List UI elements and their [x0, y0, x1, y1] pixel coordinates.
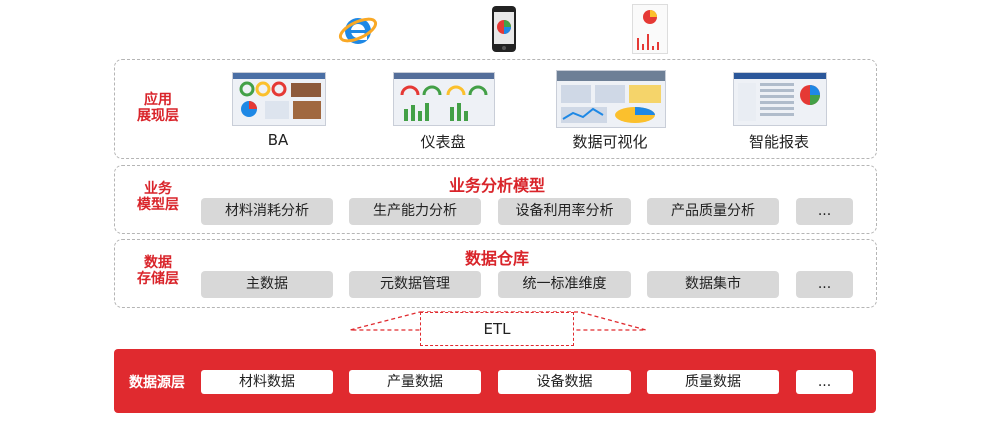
storage-item: 主数据: [201, 271, 333, 298]
ba-dashboard-thumbnail: [232, 72, 326, 126]
storage-layer-title: 数据仓库: [464, 249, 529, 268]
storage-item: 数据集市: [647, 271, 779, 298]
model-layer-label: 业务 模型层: [137, 181, 179, 213]
mobile-report-icon: [632, 4, 668, 54]
smartphone-icon: [491, 5, 517, 53]
storage-item: 统一标准维度: [498, 271, 631, 298]
data-visualization-thumbnail: [556, 70, 666, 128]
model-item: 产品质量分析: [647, 198, 779, 225]
app-label-ba: BA: [267, 131, 289, 149]
model-item: 设备利用率分析: [498, 198, 631, 225]
presentation-layer-label: 应用 展现层: [137, 92, 179, 124]
gauge-dashboard-thumbnail: [393, 72, 495, 126]
source-item: 设备数据: [498, 370, 631, 394]
source-layer-label: 数据源层: [129, 375, 185, 391]
storage-item: 元数据管理: [349, 271, 481, 298]
source-layer: 数据源层 材料数据 产量数据 设备数据 质量数据 ...: [114, 349, 876, 413]
model-layer-title: 业务分析模型: [448, 176, 545, 195]
model-item: 材料消耗分析: [201, 198, 333, 225]
app-label-smart-report: 智能报表: [748, 133, 809, 151]
etl-label: ETL: [420, 312, 574, 346]
smart-report-thumbnail: [733, 72, 827, 126]
storage-layer-label: 数据 存储层: [137, 255, 179, 287]
storage-item-more: ...: [796, 271, 853, 298]
source-item: 质量数据: [647, 370, 779, 394]
source-item: 材料数据: [201, 370, 333, 394]
ie-browser-icon: [338, 10, 378, 50]
app-label-data-visualization: 数据可视化: [572, 133, 648, 151]
app-label-dashboard: 仪表盘: [420, 133, 466, 151]
model-item: 生产能力分析: [349, 198, 481, 225]
model-item-more: ...: [796, 198, 853, 225]
source-item-more: ...: [796, 370, 853, 394]
source-item: 产量数据: [349, 370, 481, 394]
